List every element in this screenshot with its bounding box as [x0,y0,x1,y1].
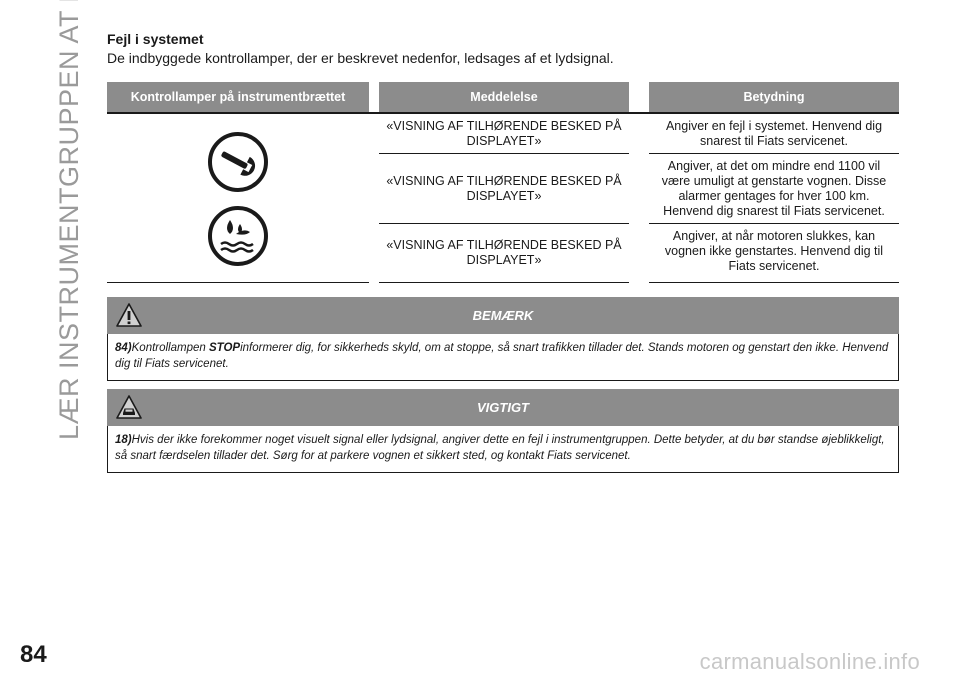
row-meaning: Angiver, at når motoren slukkes, kan vog… [649,224,899,283]
row-meaning: Angiver en fejl i systemet. Henvend dig … [649,114,899,154]
row-message: «VISNING AF TILHØRENDE BESKED PÅ DISPLAY… [379,224,629,283]
important-banner: VIGTIGT [107,389,899,426]
watermark: carmanualsonline.info [699,649,920,674]
column-header-message: Meddelelse [379,82,629,114]
note-bold-word: STOP [208,342,241,354]
car-warning-icon [116,395,142,419]
important-body: 18)Hvis der ikke forekommer noget visuel… [107,426,899,473]
note-title: BEMÆRK [472,308,534,323]
row-message: «VISNING AF TILHØRENDE BESKED PÅ DISPLAY… [379,154,629,224]
warning-lights-cell [107,114,369,283]
page-content: Fejl i systemet De indbyggede kontrollam… [107,30,899,473]
warning-triangle-icon [116,303,142,327]
chapter-side-title: LÆR INSTRUMENTGRUPPEN AT KENDE [54,0,84,440]
row-meaning: Angiver, at det om mindre end 1100 vil v… [649,154,899,224]
warning-lights-table: Kontrollamper på instrumentbrættet Medde… [107,82,899,283]
engine-oil-water-icon [208,205,268,266]
section-heading: Fejl i systemet [107,31,204,47]
page-number: 84 [20,641,47,668]
wrench-warning-icon [208,131,268,192]
table-row: «VISNING AF TILHØRENDE BESKED PÅ DISPLAY… [107,154,899,224]
note-body: 84)Kontrollampen STOPinformerer dig, for… [107,334,899,381]
table-row: «VISNING AF TILHØRENDE BESKED PÅ DISPLAY… [107,224,899,283]
column-header-lights: Kontrollamper på instrumentbrættet [107,82,369,114]
note-banner: BEMÆRK [107,297,899,334]
note-number: 84) [115,342,132,354]
row-message: «VISNING AF TILHØRENDE BESKED PÅ DISPLAY… [379,114,629,154]
column-header-meaning: Betydning [649,82,899,114]
important-title: VIGTIGT [477,400,529,415]
table-row: «VISNING AF TILHØRENDE BESKED PÅ DISPLAY… [107,114,899,283]
important-number: 18) [115,434,132,446]
table-header-row: Kontrollamper på instrumentbrættet Medde… [107,82,899,114]
section-intro: De indbyggede kontrollamper, der er besk… [107,50,614,66]
